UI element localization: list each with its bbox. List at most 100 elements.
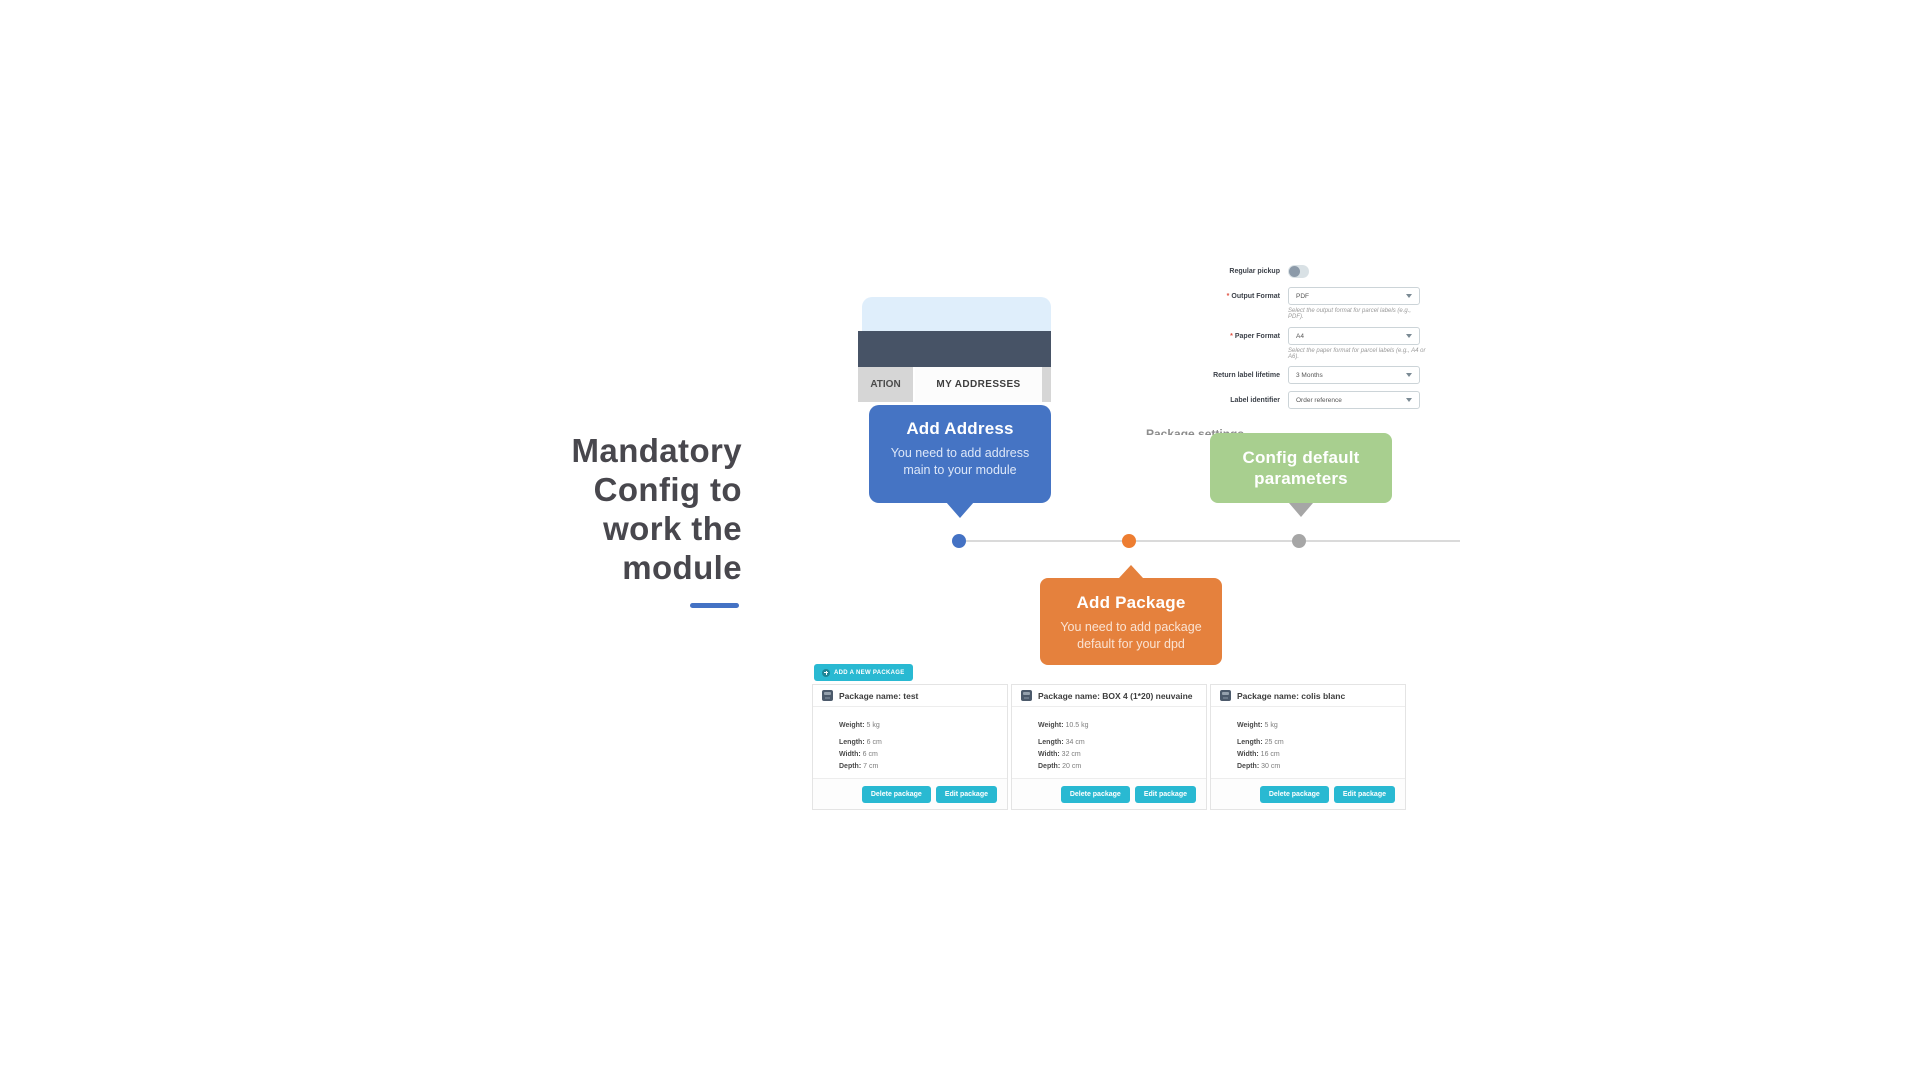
add-package-callout: Add Package You need to add package defa… [1040, 565, 1222, 665]
package-card: Package name: test Weight: 5 kg Length: … [812, 684, 1008, 810]
callout-tail-up-icon [1119, 565, 1143, 578]
width-value: 6 cm [862, 751, 878, 759]
weight-value: 5 kg [866, 722, 880, 729]
package-card-footer: Delete package Edit package [813, 778, 1007, 809]
chevron-down-icon [1406, 373, 1412, 377]
width-value: 32 cm [1061, 751, 1081, 759]
weight-label: Weight: [1237, 722, 1263, 729]
delete-package-button[interactable]: Delete package [1060, 785, 1130, 803]
label-identifier-label: Label identifier [1230, 396, 1280, 404]
form-row-paper-format: *Paper Format A4 Select the paper format… [1148, 327, 1428, 360]
label-identifier-value: Order reference [1296, 396, 1342, 404]
chevron-down-icon [1406, 334, 1412, 338]
paper-format-helper: Select the paper format for parcel label… [1288, 348, 1426, 360]
callout-tail-down-icon [946, 502, 974, 518]
depth-value: 20 cm [1062, 763, 1082, 771]
add-new-package-label: ADD A NEW PACKAGE [834, 669, 905, 676]
length-value: 34 cm [1065, 739, 1085, 747]
required-mark: * [1226, 292, 1230, 300]
width-label: Width: [1038, 751, 1060, 759]
package-card-title: Package name: test [839, 690, 919, 701]
form-row-output-format: *Output Format PDF Select the output for… [1148, 287, 1428, 320]
package-card-body: Weight: 5 kg Length: 6 cm Width: 6 cm De… [813, 707, 1007, 772]
delete-package-button[interactable]: Delete package [861, 785, 931, 803]
config-default-callout-title: Config default parameters [1242, 448, 1360, 489]
package-card-title: Package name: BOX 4 (1*20) neuvaine [1038, 690, 1193, 701]
delete-package-button[interactable]: Delete package [1259, 785, 1329, 803]
form-row-regular-pickup: Regular pickup [1148, 265, 1428, 278]
package-card-footer: Delete package Edit package [1211, 778, 1405, 809]
add-new-package-button[interactable]: ADD A NEW PACKAGE [814, 664, 913, 681]
weight-value: 5 kg [1264, 722, 1278, 729]
depth-value: 7 cm [863, 763, 879, 771]
package-card-footer: Delete package Edit package [1012, 778, 1206, 809]
headline-underline [690, 603, 739, 608]
length-label: Length: [1038, 739, 1064, 747]
package-icon [1021, 690, 1032, 701]
depth-label: Depth: [839, 763, 862, 771]
depth-label: Depth: [1237, 763, 1260, 771]
config-default-callout: Config default parameters [1210, 433, 1392, 517]
page-title: Mandatory Config to work the module [571, 432, 742, 586]
width-value: 16 cm [1260, 751, 1280, 759]
edit-package-button[interactable]: Edit package [1333, 785, 1395, 803]
chevron-down-icon [1406, 398, 1412, 402]
length-value: 25 cm [1264, 739, 1284, 747]
timeline-dot-add-address [952, 534, 966, 548]
add-address-callout-body: You need to add address main to your mod… [890, 446, 1030, 477]
length-label: Length: [839, 739, 865, 747]
tab-configuration-partial[interactable]: ATION [858, 367, 915, 402]
package-card-title: Package name: colis blanc [1237, 690, 1346, 701]
package-icon [822, 690, 833, 701]
package-card-header: Package name: test [813, 685, 1007, 707]
paper-format-select[interactable]: A4 [1288, 327, 1420, 345]
output-format-value: PDF [1296, 292, 1309, 300]
output-format-helper: Select the output format for parcel labe… [1288, 308, 1412, 320]
depth-value: 30 cm [1261, 763, 1281, 771]
width-label: Width: [839, 751, 861, 759]
paper-format-label: *Paper Format [1230, 332, 1280, 340]
package-card-body: Weight: 5 kg Length: 25 cm Width: 16 cm … [1211, 707, 1405, 772]
required-mark: * [1230, 332, 1233, 340]
output-format-select[interactable]: PDF [1288, 287, 1420, 305]
weight-label: Weight: [839, 722, 865, 729]
tab-row-remainder [1042, 367, 1051, 402]
regular-pickup-label: Regular pickup [1229, 268, 1280, 275]
addresses-panel-navy-bar [858, 331, 1051, 367]
callout-tail-down-icon [1289, 503, 1313, 517]
add-package-callout-title: Add Package [1076, 593, 1186, 612]
package-settings-heading: Package settings [1146, 427, 1245, 435]
package-card-header: Package name: BOX 4 (1*20) neuvaine [1012, 685, 1206, 707]
add-address-callout: Add Address You need to add address main… [869, 405, 1051, 518]
addresses-panel-tabs: ATION MY ADDRESSES [858, 367, 1051, 402]
timeline-line [959, 540, 1460, 542]
label-identifier-select[interactable]: Order reference [1288, 391, 1420, 409]
return-label-lifetime-value: 3 Months [1296, 371, 1323, 379]
package-icon [1220, 690, 1231, 701]
package-card: Package name: BOX 4 (1*20) neuvaine Weig… [1011, 684, 1207, 810]
width-label: Width: [1237, 751, 1259, 759]
toggle-knob-icon [1289, 266, 1300, 277]
return-label-lifetime-label: Return label lifetime [1213, 371, 1280, 379]
output-format-label: *Output Format [1226, 292, 1280, 300]
package-card: Package name: colis blanc Weight: 5 kg L… [1210, 684, 1406, 810]
package-card-header: Package name: colis blanc [1211, 685, 1405, 707]
timeline-dot-add-package [1122, 534, 1136, 548]
package-card-body: Weight: 10.5 kg Length: 34 cm Width: 32 … [1012, 707, 1206, 772]
depth-label: Depth: [1038, 763, 1061, 771]
addresses-panel-header-strip [862, 297, 1051, 331]
add-address-callout-title: Add Address [906, 419, 1014, 438]
length-label: Length: [1237, 739, 1263, 747]
paper-format-value: A4 [1296, 332, 1304, 340]
length-value: 6 cm [866, 739, 882, 747]
plus-icon [822, 668, 830, 677]
return-label-lifetime-select[interactable]: 3 Months [1288, 366, 1420, 384]
regular-pickup-toggle[interactable] [1288, 265, 1309, 278]
edit-package-button[interactable]: Edit package [1134, 785, 1196, 803]
weight-value: 10.5 kg [1065, 722, 1089, 729]
weight-label: Weight: [1038, 722, 1064, 729]
tab-my-addresses[interactable]: MY ADDRESSES [915, 367, 1042, 402]
edit-package-button[interactable]: Edit package [935, 785, 997, 803]
add-package-callout-body: You need to add package default for your… [1060, 620, 1202, 651]
